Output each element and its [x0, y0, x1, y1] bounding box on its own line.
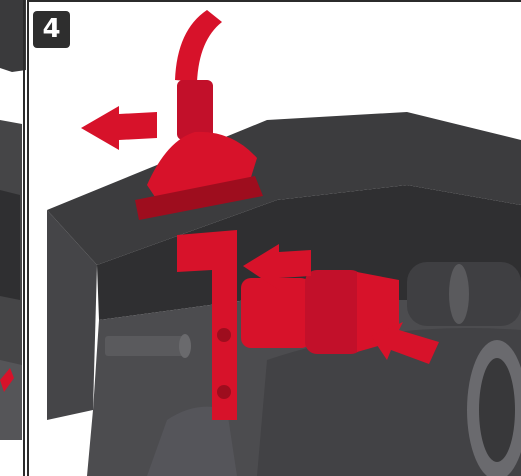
arrow-up-left-icon-bottom [371, 322, 439, 364]
coupling-body [305, 270, 363, 354]
previous-step-panel [0, 0, 26, 476]
housing-side [47, 210, 97, 420]
arrow-left-icon-middle [243, 244, 311, 290]
step-number-badge: 4 [33, 11, 70, 48]
gear-left [147, 406, 237, 476]
housing-top-cover [47, 112, 521, 265]
arrow-fragment-icon [0, 368, 14, 392]
mount-bracket [177, 230, 237, 420]
bolt [105, 336, 185, 356]
previous-step-illustration [0, 0, 26, 476]
motor-drum [257, 328, 521, 476]
hose-red [175, 10, 222, 82]
step-illustration [27, 0, 521, 476]
step-panel [27, 0, 521, 476]
arrow-left-icon-top [81, 106, 157, 150]
hose-coupling [177, 80, 213, 140]
coupling-sleeve [241, 278, 311, 348]
